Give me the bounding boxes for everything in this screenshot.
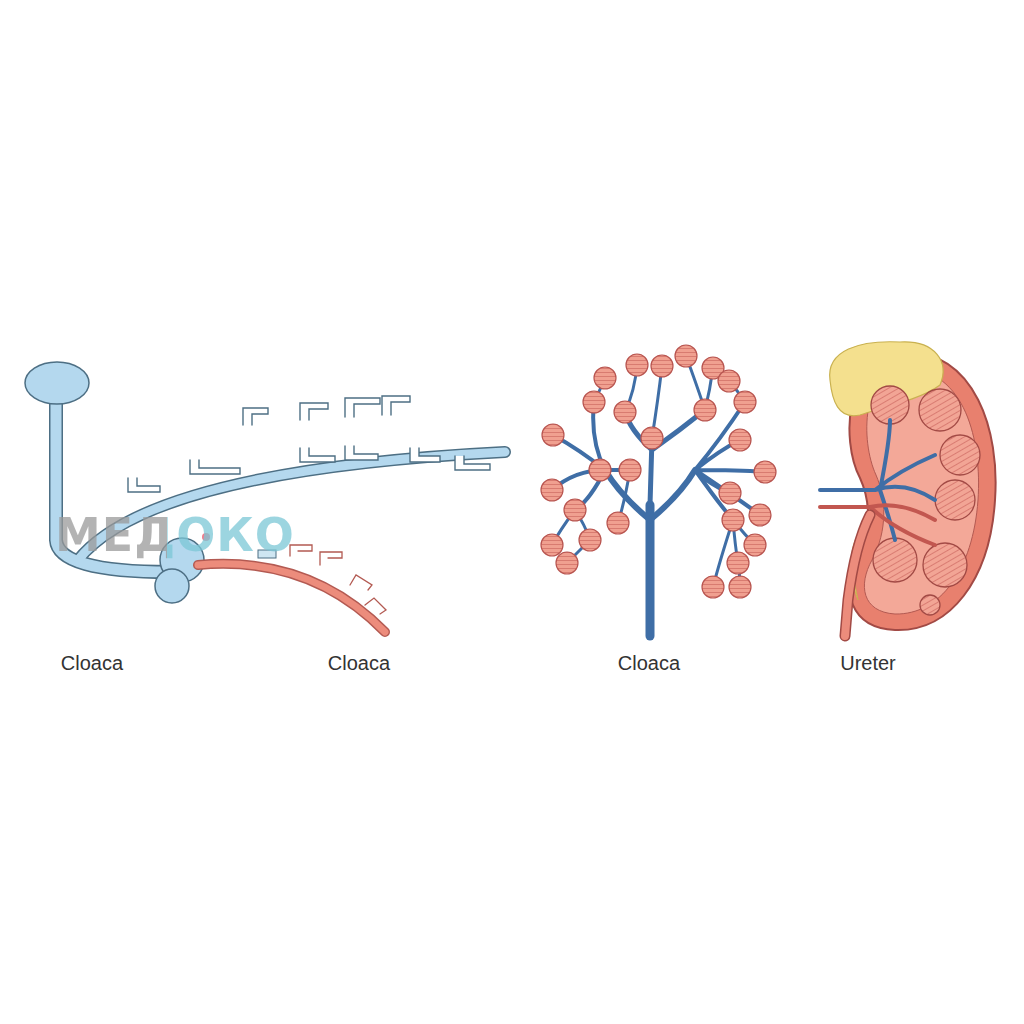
part-label: Ureter [818, 652, 918, 675]
ureteric-bud-tree [552, 356, 765, 636]
part-label: Cloaca [42, 652, 142, 675]
kidney [820, 342, 996, 636]
part-label: Cloaca [309, 652, 409, 675]
watermark: МЕДОКО [50, 508, 300, 562]
glomeruli [541, 345, 776, 598]
part-label: Cloaca [599, 652, 699, 675]
